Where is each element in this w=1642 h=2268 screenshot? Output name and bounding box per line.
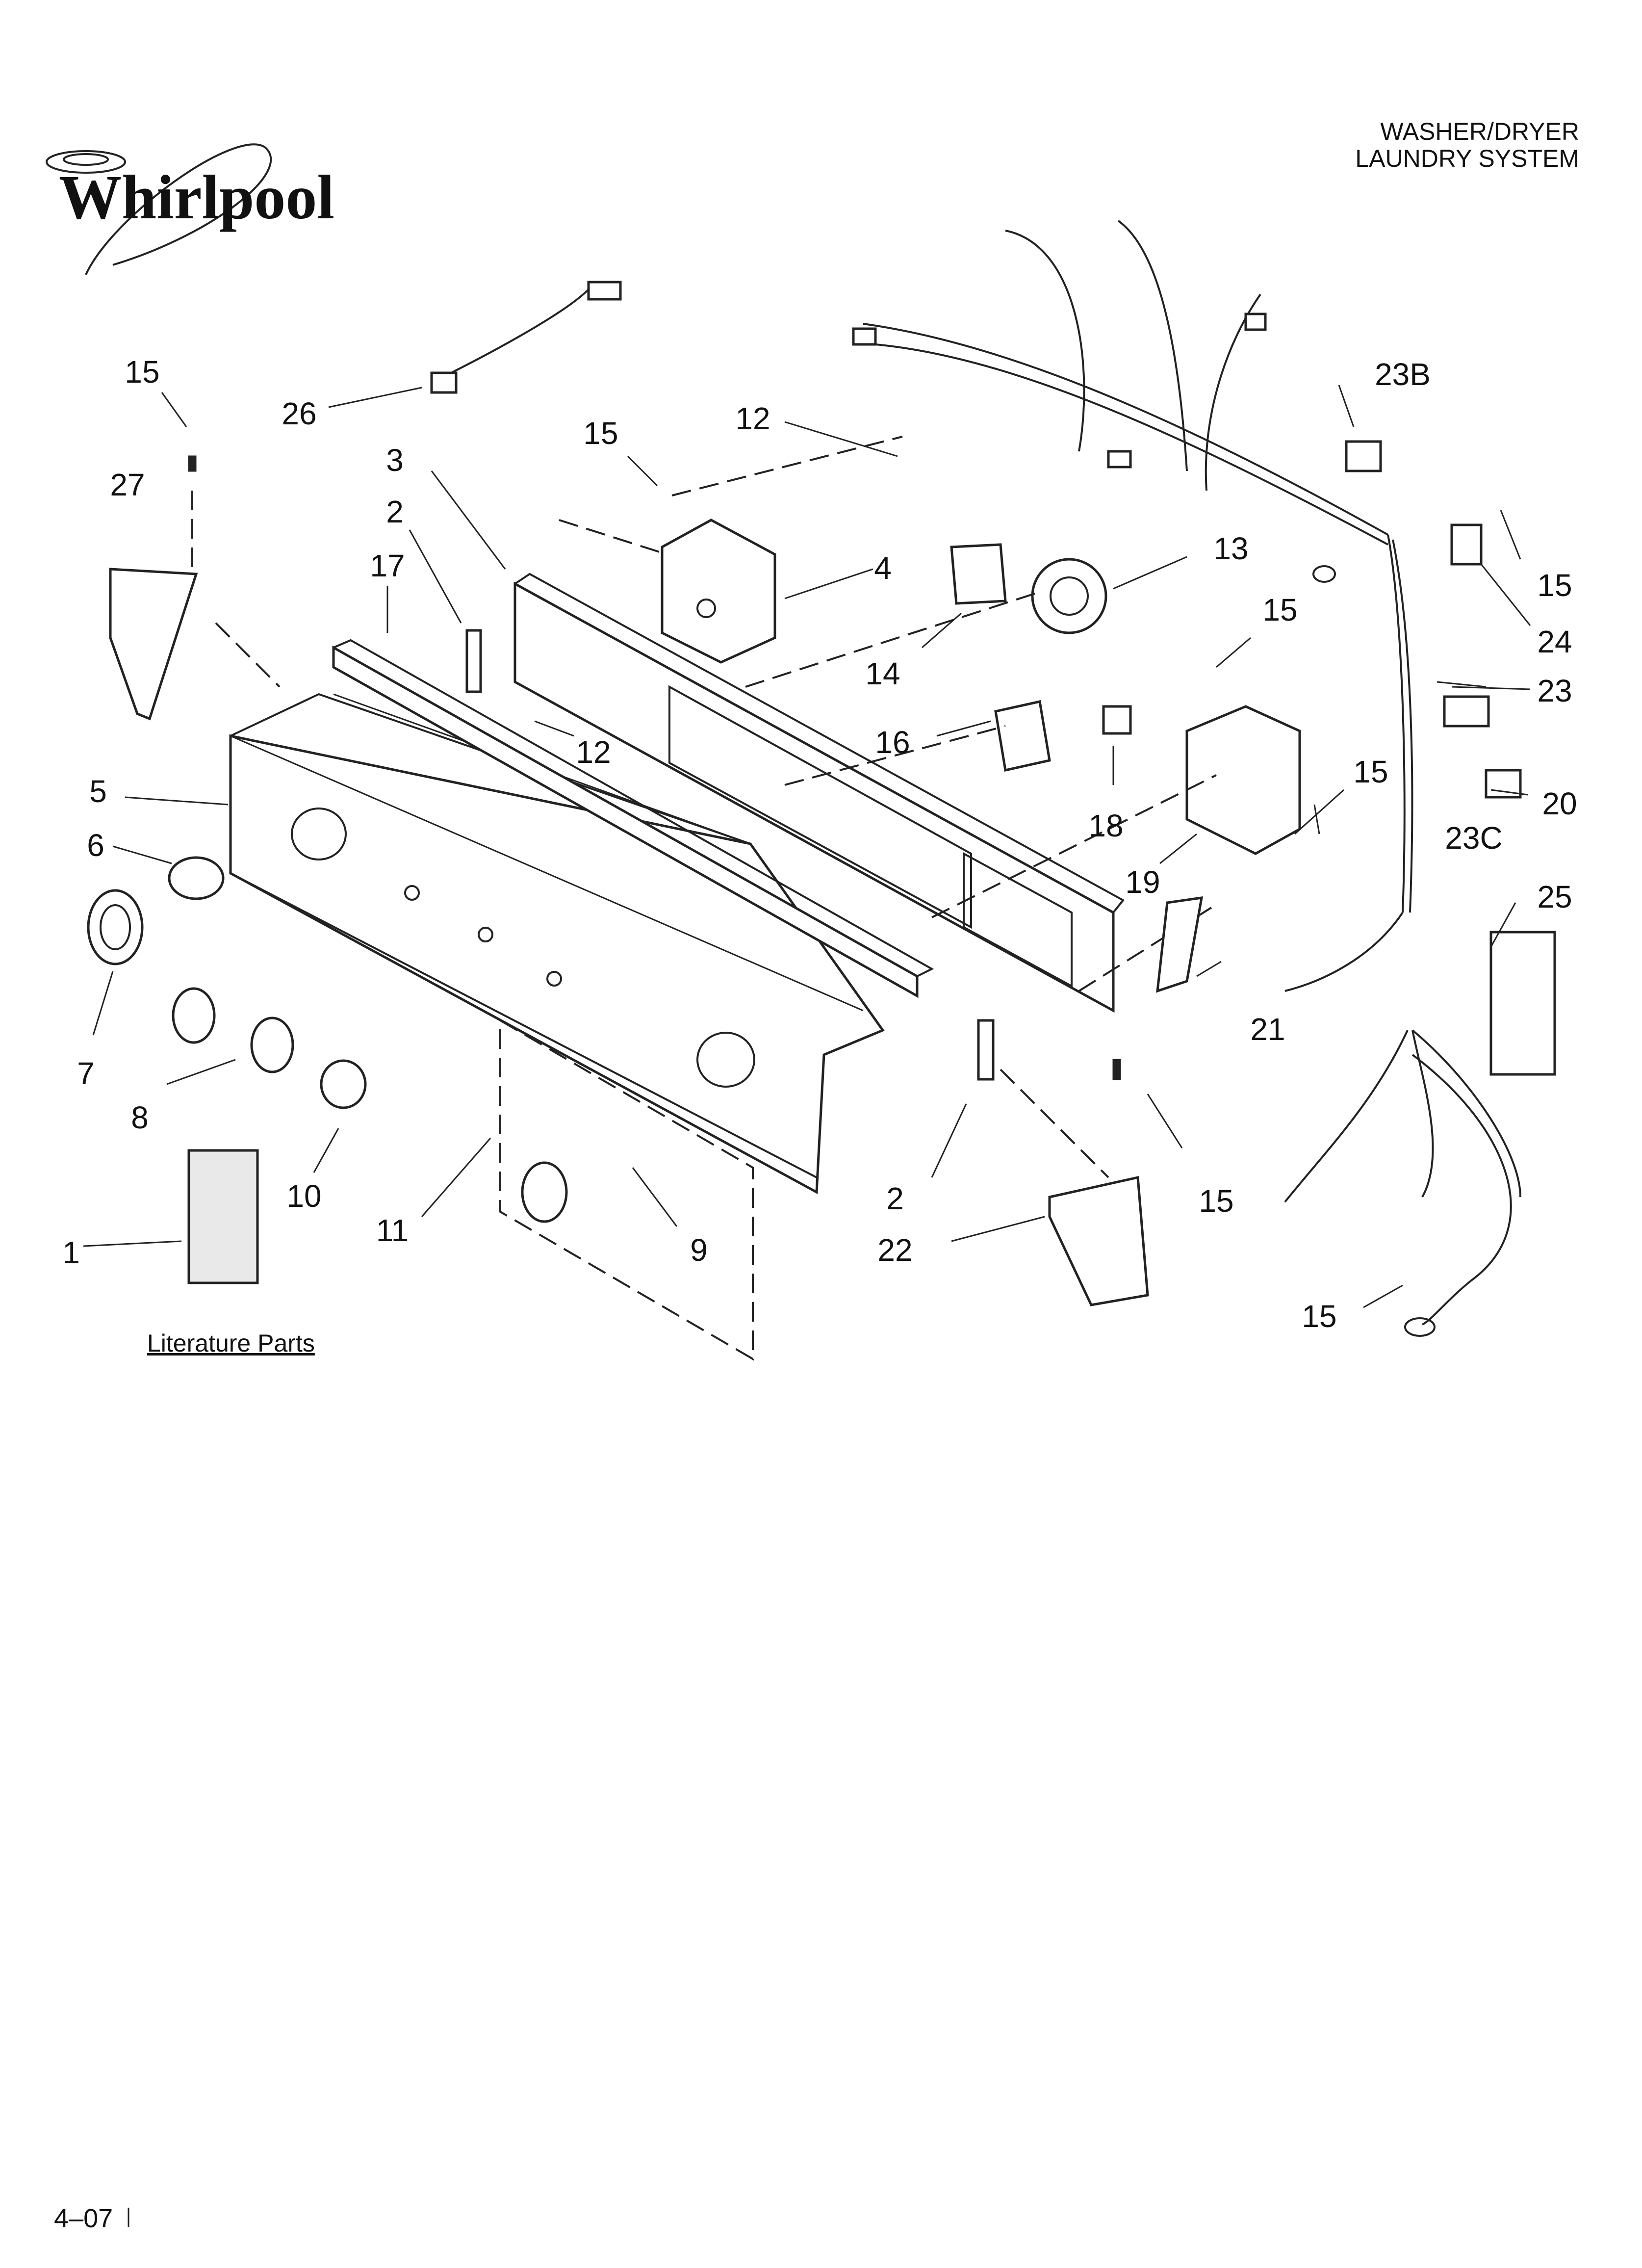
callout-25: 25: [1537, 879, 1572, 914]
callout-13: 13: [1213, 531, 1248, 566]
date-code: 4–07: [54, 2204, 113, 2233]
title-line-2: LAUNDRY SYSTEM: [1355, 145, 1579, 172]
callout-15: 15: [1199, 1183, 1233, 1219]
rear-control-panel: [513, 573, 1125, 1013]
spacer: [977, 1019, 995, 1081]
callout-15: 15: [1262, 592, 1297, 627]
knob-icon: [250, 1017, 294, 1073]
callout-26: 26: [282, 396, 316, 431]
callout-4: 4: [874, 550, 892, 586]
callout-5: 5: [89, 774, 107, 809]
callout-12: 12: [735, 401, 770, 436]
knob-icon: [87, 889, 144, 965]
connector-23c: [1489, 931, 1556, 1076]
callout-27: 27: [110, 467, 145, 502]
connector-icon: [852, 327, 877, 346]
knob-icon: [521, 1161, 568, 1223]
callout-24: 24: [1537, 624, 1572, 659]
callout-20: 20: [1542, 786, 1577, 821]
callout-17: 17: [370, 548, 405, 583]
literature-parts-label: Literature Parts: [147, 1330, 315, 1357]
knob-group-box: [499, 1018, 754, 1361]
callout-16: 16: [875, 725, 910, 760]
callout-15: 15: [1353, 754, 1388, 789]
bracket-21: [1156, 896, 1204, 993]
title-line-1: WASHER/DRYER: [1380, 118, 1579, 145]
callout-6: 6: [87, 828, 104, 863]
callout-8: 8: [131, 1100, 149, 1135]
right-end-cap: [1048, 1175, 1149, 1306]
callout-3: 3: [386, 443, 404, 478]
literature-booklet: [187, 1149, 259, 1284]
callout-11: 11: [376, 1213, 409, 1248]
spacer: [465, 629, 482, 693]
sensor-cable: [441, 288, 590, 379]
pressure-switch-13: [1031, 558, 1107, 634]
callout-9: 9: [690, 1232, 708, 1268]
callout-1: 1: [62, 1235, 80, 1270]
callout-15: 15: [1302, 1299, 1336, 1334]
callout-10: 10: [286, 1178, 321, 1214]
connector-23b: [1345, 440, 1382, 472]
left-end-cap: [109, 568, 198, 721]
callout-21: 21: [1250, 1012, 1285, 1047]
connector-icon: [1244, 313, 1267, 331]
knob-icon: [320, 1059, 367, 1109]
callout-23b: 23B: [1375, 357, 1431, 392]
callout-19: 19: [1125, 864, 1160, 900]
connector-20: [1443, 695, 1490, 728]
callout-22: 22: [877, 1232, 912, 1268]
callout-7: 7: [77, 1056, 95, 1091]
knob-base: [168, 856, 225, 900]
connector-icon: [1107, 450, 1132, 469]
switch-14: [950, 543, 1007, 605]
connector-24: [1450, 523, 1483, 566]
wire-harness-icon: [852, 220, 1556, 1337]
timer-module: [661, 519, 776, 664]
brand-logo-text: Whirlpool: [59, 162, 334, 232]
connector-icon: [587, 281, 622, 301]
knob-icon: [172, 987, 216, 1044]
callout-23c: 23C: [1445, 820, 1502, 856]
screw-icon: [1112, 1059, 1121, 1080]
callout-2: 2: [886, 1181, 904, 1216]
control-module-19: [1185, 705, 1301, 855]
callout-15: 15: [1537, 568, 1572, 603]
connector-icon: [1102, 705, 1132, 735]
connector-icon: [430, 371, 458, 394]
switch-16: [994, 700, 1051, 772]
callout-15: 15: [125, 354, 159, 390]
callout-12: 12: [576, 734, 611, 770]
callout-2: 2: [386, 494, 404, 529]
callout-14: 14: [865, 656, 900, 691]
screw-icon: [188, 455, 197, 472]
callout-23: 23: [1537, 673, 1572, 708]
callout-18: 18: [1088, 808, 1123, 843]
panel-bracket: [332, 639, 934, 998]
whirlpool-logo-icon: [46, 143, 272, 275]
callout-15: 15: [583, 416, 618, 451]
